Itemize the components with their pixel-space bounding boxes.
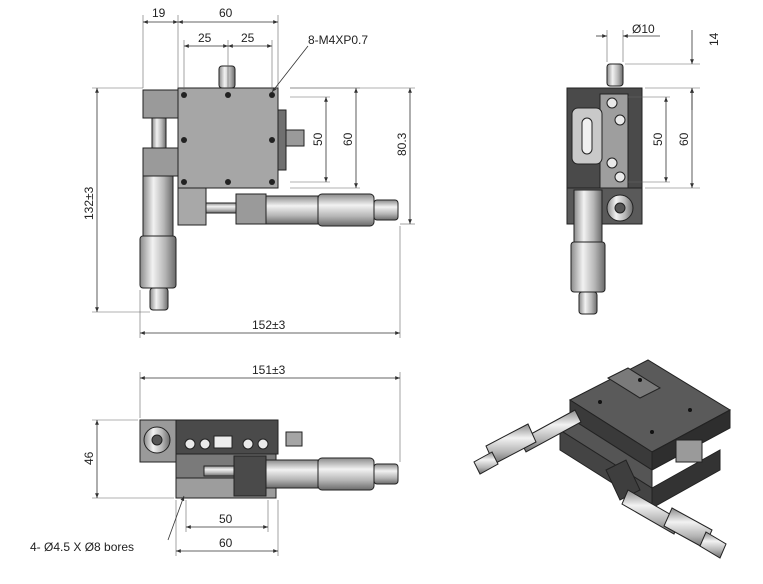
- front-micrometer-thimble: [317, 457, 375, 491]
- dim-side-d10: Ø10: [632, 22, 655, 36]
- side-upper-rail: [599, 93, 629, 189]
- iso-micrometer-right-base: [605, 459, 641, 501]
- side-view-dimensions: [596, 30, 700, 189]
- side-micrometer-barrel: [573, 189, 603, 243]
- isometric-view: [473, 359, 732, 559]
- dim-side-50: 50: [651, 132, 665, 146]
- top-vertical-micrometer-ratchet: [149, 287, 169, 311]
- side-slot: [581, 117, 593, 155]
- dim-side-14: 14: [707, 32, 721, 46]
- side-view: [566, 63, 643, 315]
- front-view-dimensions: [92, 372, 401, 556]
- front-micrometer-spindle: [203, 465, 235, 477]
- top-vertical-micrometer-barrel: [142, 175, 174, 237]
- side-lock-screw: [606, 63, 624, 87]
- iso-holes: [598, 378, 692, 434]
- dim-w152: 152±3: [252, 318, 286, 332]
- dim-side-60: 60: [677, 132, 691, 146]
- dim-bores-note: 4- Ø4.5 X Ø8 bores: [30, 540, 134, 554]
- dim-v60: 60: [341, 132, 355, 146]
- top-stage-rail: [277, 109, 287, 171]
- dim-top-25a: 25: [198, 31, 212, 45]
- top-left-bracket-lower: [142, 147, 179, 177]
- dim-front-151: 151±3: [252, 363, 286, 377]
- top-horizontal-micrometer-thimble: [317, 193, 375, 227]
- side-micrometer-thimble: [570, 241, 606, 293]
- top-horizontal-micrometer-ratchet: [373, 199, 399, 221]
- top-stage-plate: [177, 87, 279, 189]
- top-horizontal-micrometer-spindle: [205, 202, 237, 214]
- front-micrometer-base: [233, 455, 267, 497]
- top-left-bracket: [142, 89, 179, 119]
- top-view: [139, 65, 399, 311]
- front-upper-window: [213, 435, 233, 449]
- iso-micrometer-left-ratchet: [473, 451, 499, 475]
- dim-v50: 50: [311, 132, 325, 146]
- dim-front-60: 60: [219, 536, 233, 550]
- top-horizontal-micrometer-barrel: [265, 195, 319, 225]
- front-view: [139, 419, 399, 499]
- top-stage-knob: [285, 129, 305, 147]
- top-lock-screw: [218, 65, 236, 89]
- iso-lower-side: [651, 449, 721, 509]
- front-micrometer-ratchet: [373, 463, 399, 485]
- iso-upper-rail: [606, 367, 662, 399]
- dim-top-60: 60: [219, 6, 233, 20]
- side-screws: [606, 97, 626, 183]
- top-vertical-micrometer-sleeve: [151, 117, 167, 149]
- side-micrometer-end-center: [614, 202, 626, 214]
- front-side-knob: [285, 431, 303, 447]
- top-tapped-holes: [181, 92, 275, 185]
- top-vertical-micrometer-thimble: [139, 235, 177, 289]
- dim-front-50: 50: [219, 512, 233, 526]
- dim-h132: 132±3: [82, 186, 96, 220]
- dim-v80: 80.3: [395, 132, 409, 156]
- front-knob-center: [151, 434, 163, 446]
- top-horizontal-micrometer-base: [235, 193, 267, 225]
- iso-side-bracket: [675, 439, 703, 463]
- top-view-dimensions: [92, 15, 415, 338]
- dim-top-25b: 25: [241, 31, 255, 45]
- iso-micrometer-right-ratchet: [699, 531, 727, 559]
- dim-tap-note: 8-M4XP0.7: [308, 33, 368, 47]
- dim-top-19: 19: [152, 6, 166, 20]
- side-micrometer-ratchet: [578, 291, 598, 315]
- front-micrometer-barrel: [265, 459, 319, 489]
- dim-front-46: 46: [82, 451, 96, 465]
